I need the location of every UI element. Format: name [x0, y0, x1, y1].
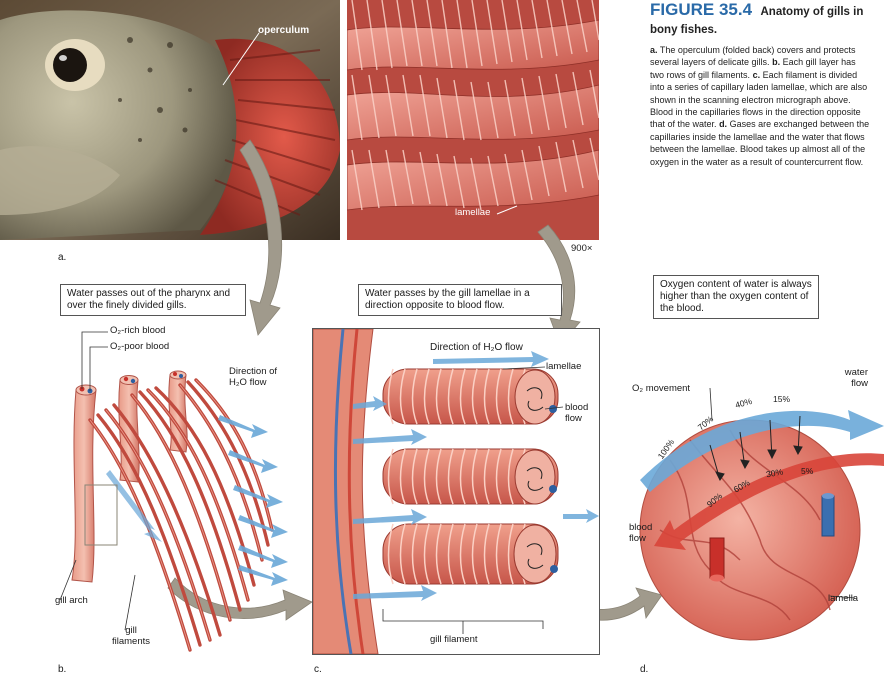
legend-o2-poor: O₂-poor blood	[110, 341, 170, 352]
zoom-box	[84, 484, 118, 546]
blood-flow-arrow	[654, 453, 884, 550]
caption-a-text: The operculum (folded back) covers and p…	[650, 45, 856, 68]
panel-d-art	[639, 387, 884, 641]
fish-photo: operculum	[0, 0, 340, 240]
o2-movement-label: O₂ movement	[632, 383, 691, 394]
caption-body: a. The operculum (folded back) covers an…	[650, 44, 872, 168]
connector-a-to-b	[239, 139, 283, 336]
panel-c-letter: c.	[314, 664, 322, 675]
arch-1-top	[75, 384, 97, 396]
red-vessel	[709, 537, 725, 579]
legend-poor-leader	[89, 346, 108, 391]
gill-arch-label: gill arch	[55, 595, 88, 606]
arch-2-shape	[118, 379, 140, 483]
gill-arch-shape	[71, 389, 97, 583]
caption-c-letter: c.	[752, 69, 761, 80]
blood-pct-5: 5%	[801, 466, 814, 476]
figure-number: FIGURE 35.4	[650, 0, 753, 19]
lamella-stack-1	[382, 368, 559, 425]
panel-c-blood-flow-label: blood flow	[565, 402, 589, 424]
operculum-label: operculum	[258, 25, 310, 36]
sem-micrograph: lamellae	[347, 0, 599, 240]
panel-d-blood-flow-label: blood flow	[629, 522, 653, 544]
note-d: Oxygen content of water is always higher…	[653, 275, 819, 319]
caption-a-letter: a.	[650, 45, 658, 55]
lamellae-leader	[502, 366, 546, 370]
panel-c-art	[313, 329, 599, 654]
figure-caption: FIGURE 35.4 Anatomy of gills in bony fis…	[634, 0, 884, 240]
legend-o2-rich: O₂-rich blood	[110, 325, 166, 336]
o2-movement-leader	[709, 387, 713, 421]
panel-a-letter: a.	[58, 252, 67, 263]
water-flow-arrow	[640, 410, 884, 492]
note-b: Water passes out of the pharynx and over…	[60, 284, 246, 316]
o2-movement-arrows	[709, 415, 803, 481]
gill-arch-leader	[59, 559, 77, 601]
lamella-leader	[829, 595, 856, 599]
panel-b-direction-label: Direction of H₂O flow	[229, 366, 278, 388]
panel-c-water-arrows	[353, 351, 599, 601]
gill-filaments-label: gill filaments	[111, 625, 150, 647]
fish-photo-art	[0, 0, 340, 240]
panel-b-letter: b.	[58, 664, 67, 675]
water-flow-label: water flow	[844, 367, 868, 389]
magnification-label: 900×	[571, 243, 593, 254]
blue-vessel	[821, 495, 835, 537]
figure-title-line: Anatomy of gills in bony fishes.	[650, 6, 863, 36]
panel-c-direction-label: Direction of H₂O flow	[430, 342, 523, 353]
note-c: Water passes by the gill lamellae in a d…	[358, 284, 562, 316]
panel-c-lamellae-label: lamellae	[546, 361, 582, 372]
sem-micrograph-art	[347, 0, 599, 240]
gill-filament-label: gill filament	[430, 634, 478, 645]
caption-b-letter: b.	[772, 57, 781, 68]
panel-c-frame	[312, 328, 600, 655]
figure-title: Anatomy of gills in bony fishes.	[650, 6, 864, 36]
lamella-stack-3	[382, 523, 559, 585]
blood-flow-leader-c	[544, 406, 564, 410]
legend-rich-leader	[81, 331, 108, 389]
lamella-stack-2	[382, 448, 559, 505]
micrograph-lamellae-label: lamellae	[455, 207, 491, 218]
water-pct-15: 15%	[773, 394, 791, 404]
panel-b-water-arrows	[106, 415, 288, 586]
operculum-leader	[222, 32, 260, 86]
caption-c-text: Each filament is divided into a series o…	[650, 69, 868, 130]
caption-b-text: Each gill layer has two rows of gill fil…	[650, 57, 856, 80]
lamella-label: lamella	[828, 593, 859, 604]
panel-b-art	[59, 331, 288, 652]
gill-filaments-leader	[124, 574, 136, 631]
caption-d-letter: d.	[719, 119, 728, 130]
panel-d-letter: d.	[640, 664, 649, 675]
caption-d-text: Gases are exchanged between the capillar…	[650, 119, 870, 167]
